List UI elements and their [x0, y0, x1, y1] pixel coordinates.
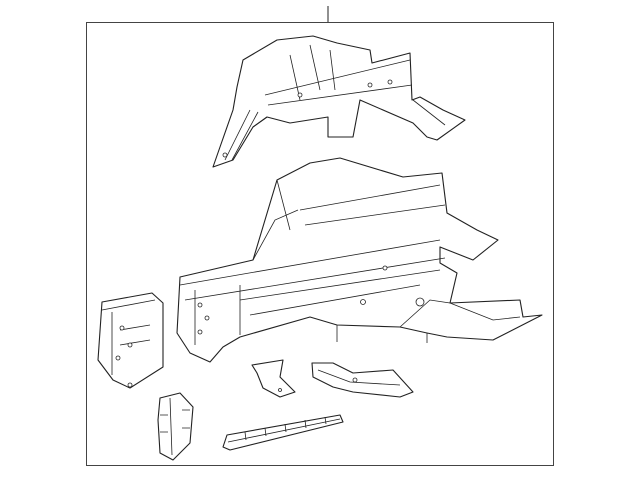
lower-strip[interactable]: [222, 414, 344, 451]
curved-bracket[interactable]: [311, 362, 414, 398]
frame-rail-assembly[interactable]: [176, 157, 543, 363]
front-bracket[interactable]: [97, 292, 164, 389]
vertical-reinforcement[interactable]: [157, 392, 194, 461]
small-bracket[interactable]: [251, 359, 296, 398]
diagram-frame: [86, 22, 554, 466]
upper-apron[interactable]: [212, 35, 466, 168]
